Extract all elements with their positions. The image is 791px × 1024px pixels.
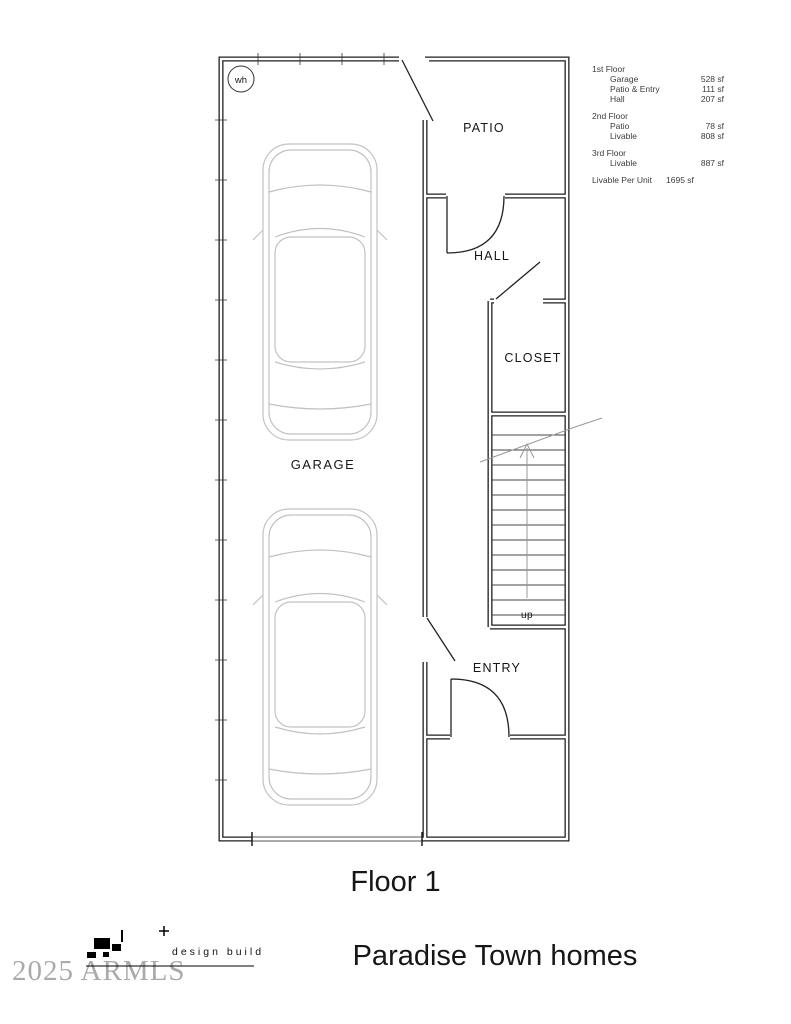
wall-tick-marks	[215, 53, 385, 781]
armls-watermark: 2025 ARMLS	[12, 955, 186, 987]
area-item-name: Livable	[610, 131, 637, 142]
area-item-name: Patio & Entry	[610, 84, 660, 95]
area-item-name: Garage	[610, 74, 639, 85]
front-door	[450, 678, 510, 738]
water-heater: wh	[227, 65, 255, 93]
room-label-closet: CLOSET	[504, 351, 561, 365]
stair-treads	[491, 434, 566, 616]
area-item-value: 111 sf	[702, 84, 724, 95]
area-item-value: 887 sf	[700, 158, 724, 169]
area-item-value: 78 sf	[705, 121, 724, 132]
area-item-name: Livable	[610, 158, 637, 169]
stair-up-arrow	[519, 442, 535, 598]
area-item-value: 528 sf	[700, 74, 724, 85]
area-item: Garage 528 sf	[592, 74, 724, 84]
area-schedule: 1st Floor Garage 528 sf Patio & Entry 11…	[592, 64, 724, 185]
patio-gate-leaf	[401, 59, 434, 122]
builder-logo-icon	[86, 926, 254, 967]
room-label-entry: ENTRY	[473, 661, 521, 675]
garage-entry-door-leaf	[426, 617, 456, 662]
area-item: Livable 887 sf	[592, 158, 724, 168]
car-outline-bottom	[252, 508, 388, 806]
area-group-1st-floor: 1st Floor Garage 528 sf Patio & Entry 11…	[592, 64, 724, 104]
area-item: Patio & Entry 111 sf	[592, 84, 724, 94]
area-group-label: 2nd Floor	[592, 111, 628, 122]
area-total-value: 1695 sf	[666, 175, 694, 186]
room-label-hall: HALL	[474, 249, 510, 263]
area-group-3rd-floor: 3rd Floor Livable 887 sf	[592, 148, 724, 168]
area-item: Hall 207 sf	[592, 94, 724, 104]
stairs-up-label: up	[521, 610, 533, 621]
floor-title: Floor 1	[350, 866, 441, 898]
project-title: Paradise Town homes	[352, 940, 638, 972]
closet-door-leaf	[495, 261, 541, 300]
area-item-value: 207 sf	[700, 94, 724, 105]
area-total-row: Livable Per Unit 1695 sf	[592, 175, 724, 185]
builder-logo-tagline: design build	[172, 946, 265, 958]
car-outline-top	[252, 143, 388, 441]
area-item-value: 808 sf	[700, 131, 724, 142]
area-item-name: Hall	[610, 94, 625, 105]
area-item-name: Patio	[610, 121, 630, 132]
stair-break-line	[479, 417, 603, 463]
area-total-name: Livable Per Unit	[592, 175, 653, 186]
area-item: Livable 808 sf	[592, 131, 724, 141]
garage-door	[251, 832, 423, 846]
room-label-garage: GARAGE	[291, 457, 356, 472]
hall-door	[446, 195, 505, 254]
water-heater-label: wh	[234, 75, 247, 86]
area-group-label: 1st Floor	[592, 64, 626, 74]
room-label-patio: PATIO	[463, 121, 505, 135]
door-openings	[252, 55, 543, 845]
staircase	[479, 417, 603, 616]
area-item: Patio 78 sf	[592, 121, 724, 131]
door-symbols	[401, 59, 541, 738]
area-group-2nd-floor: 2nd Floor Patio 78 sf Livable 808 sf	[592, 111, 724, 141]
area-group-label: 3rd Floor	[592, 148, 627, 159]
